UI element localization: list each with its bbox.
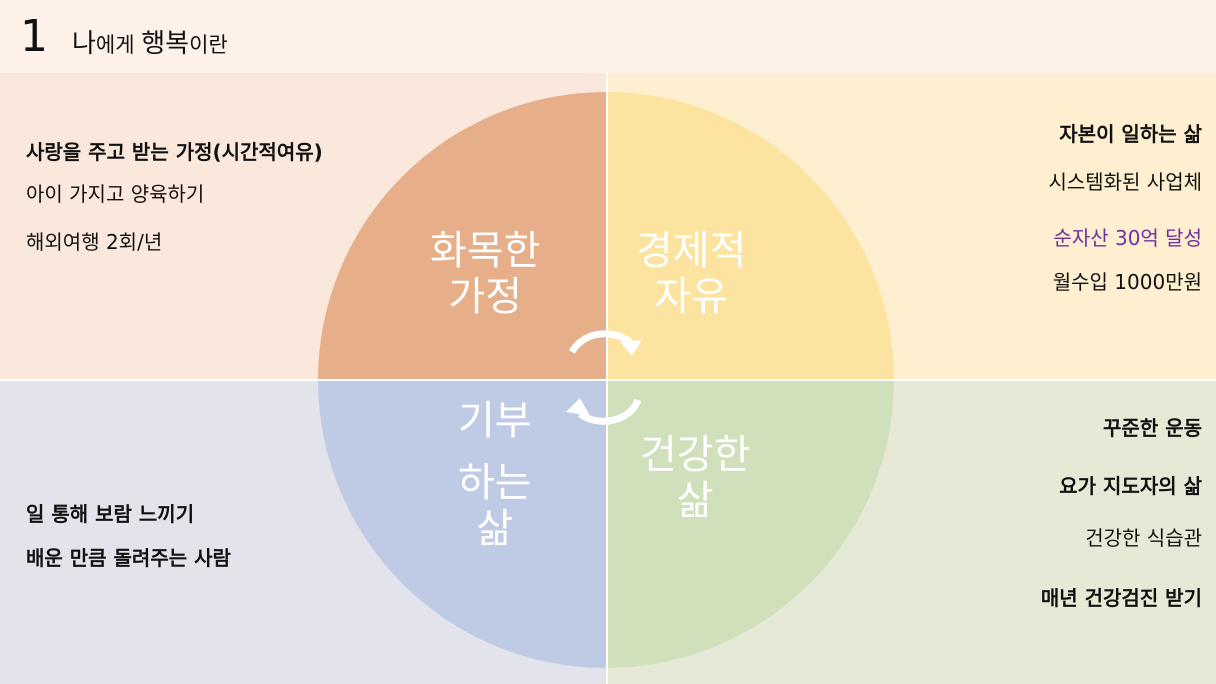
slide-title: 나에게 행복이란 [72,26,228,63]
arrowhead-top-icon [620,340,642,356]
finance-item: 자본이 일하는 삶 [1059,122,1202,146]
finance-item: 월수입 1000만원 [1052,270,1202,294]
label-line: 경제적 [636,228,747,274]
finance-item: 시스템화된 사업체 [1048,170,1202,194]
pie-finance [606,92,894,380]
title-part: 나 [72,29,96,59]
label-line: 가정 [448,274,522,320]
health-item: 요가 지도자의 삶 [1059,474,1202,498]
pie-health [606,380,894,668]
label-line: 자유 [654,274,728,320]
cycle-arrow-bottom-icon [577,398,642,425]
title-part: 이란 [189,33,228,57]
health-item: 꾸준한 운동 [1103,416,1202,440]
label-line: 삶 [676,478,714,524]
pie-giving [318,380,606,668]
slide-header: 1 나에게 행복이란 [0,0,1216,73]
family-item: 해외여행 2회/년 [26,230,163,254]
cycle-arrow-top-icon [568,330,633,354]
arrowhead-bottom-icon [566,398,590,416]
title-part: 에게 [95,33,142,57]
giving-item: 일 통해 보람 느끼기 [26,502,195,526]
label-line: 화목한 [430,228,541,274]
label-line: 건강한 [640,432,751,478]
label-line: 기부 [458,398,532,444]
slide-number: 1 [20,11,48,62]
finance-item-highlight: 순자산 30억 달성 [1053,226,1202,250]
giving-item: 배운 만큼 돌려주는 사람 [26,546,231,570]
pie-family [318,92,606,380]
family-item: 아이 가지고 양육하기 [26,182,205,206]
label-line: 하는 [458,460,532,506]
title-part: 행복 [141,29,190,59]
health-item: 매년 건강검진 받기 [1040,586,1202,610]
label-line: 삶 [476,506,514,552]
health-item: 건강한 식습관 [1085,526,1202,550]
family-item: 사랑을 주고 받는 가정(시간적여유) [26,140,323,164]
